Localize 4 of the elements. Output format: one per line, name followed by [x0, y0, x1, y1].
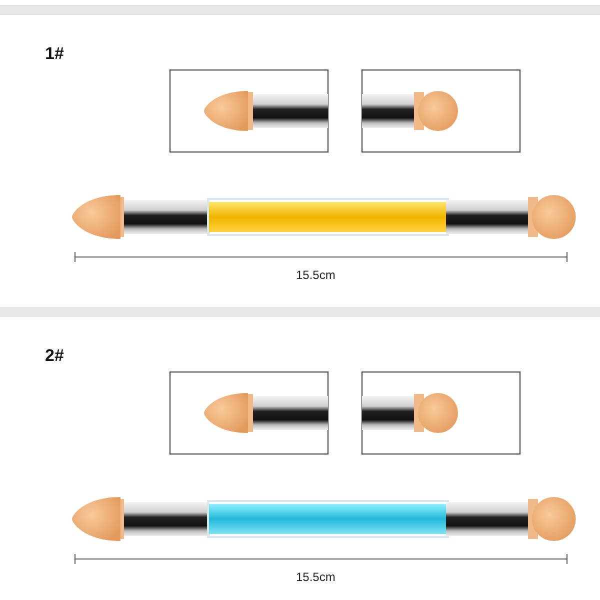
- dimension-label: 15.5cm: [296, 268, 336, 282]
- section-heading: 1#: [45, 44, 64, 64]
- section-heading: 2#: [45, 346, 64, 366]
- dimension-label: 15.5cm: [296, 570, 336, 584]
